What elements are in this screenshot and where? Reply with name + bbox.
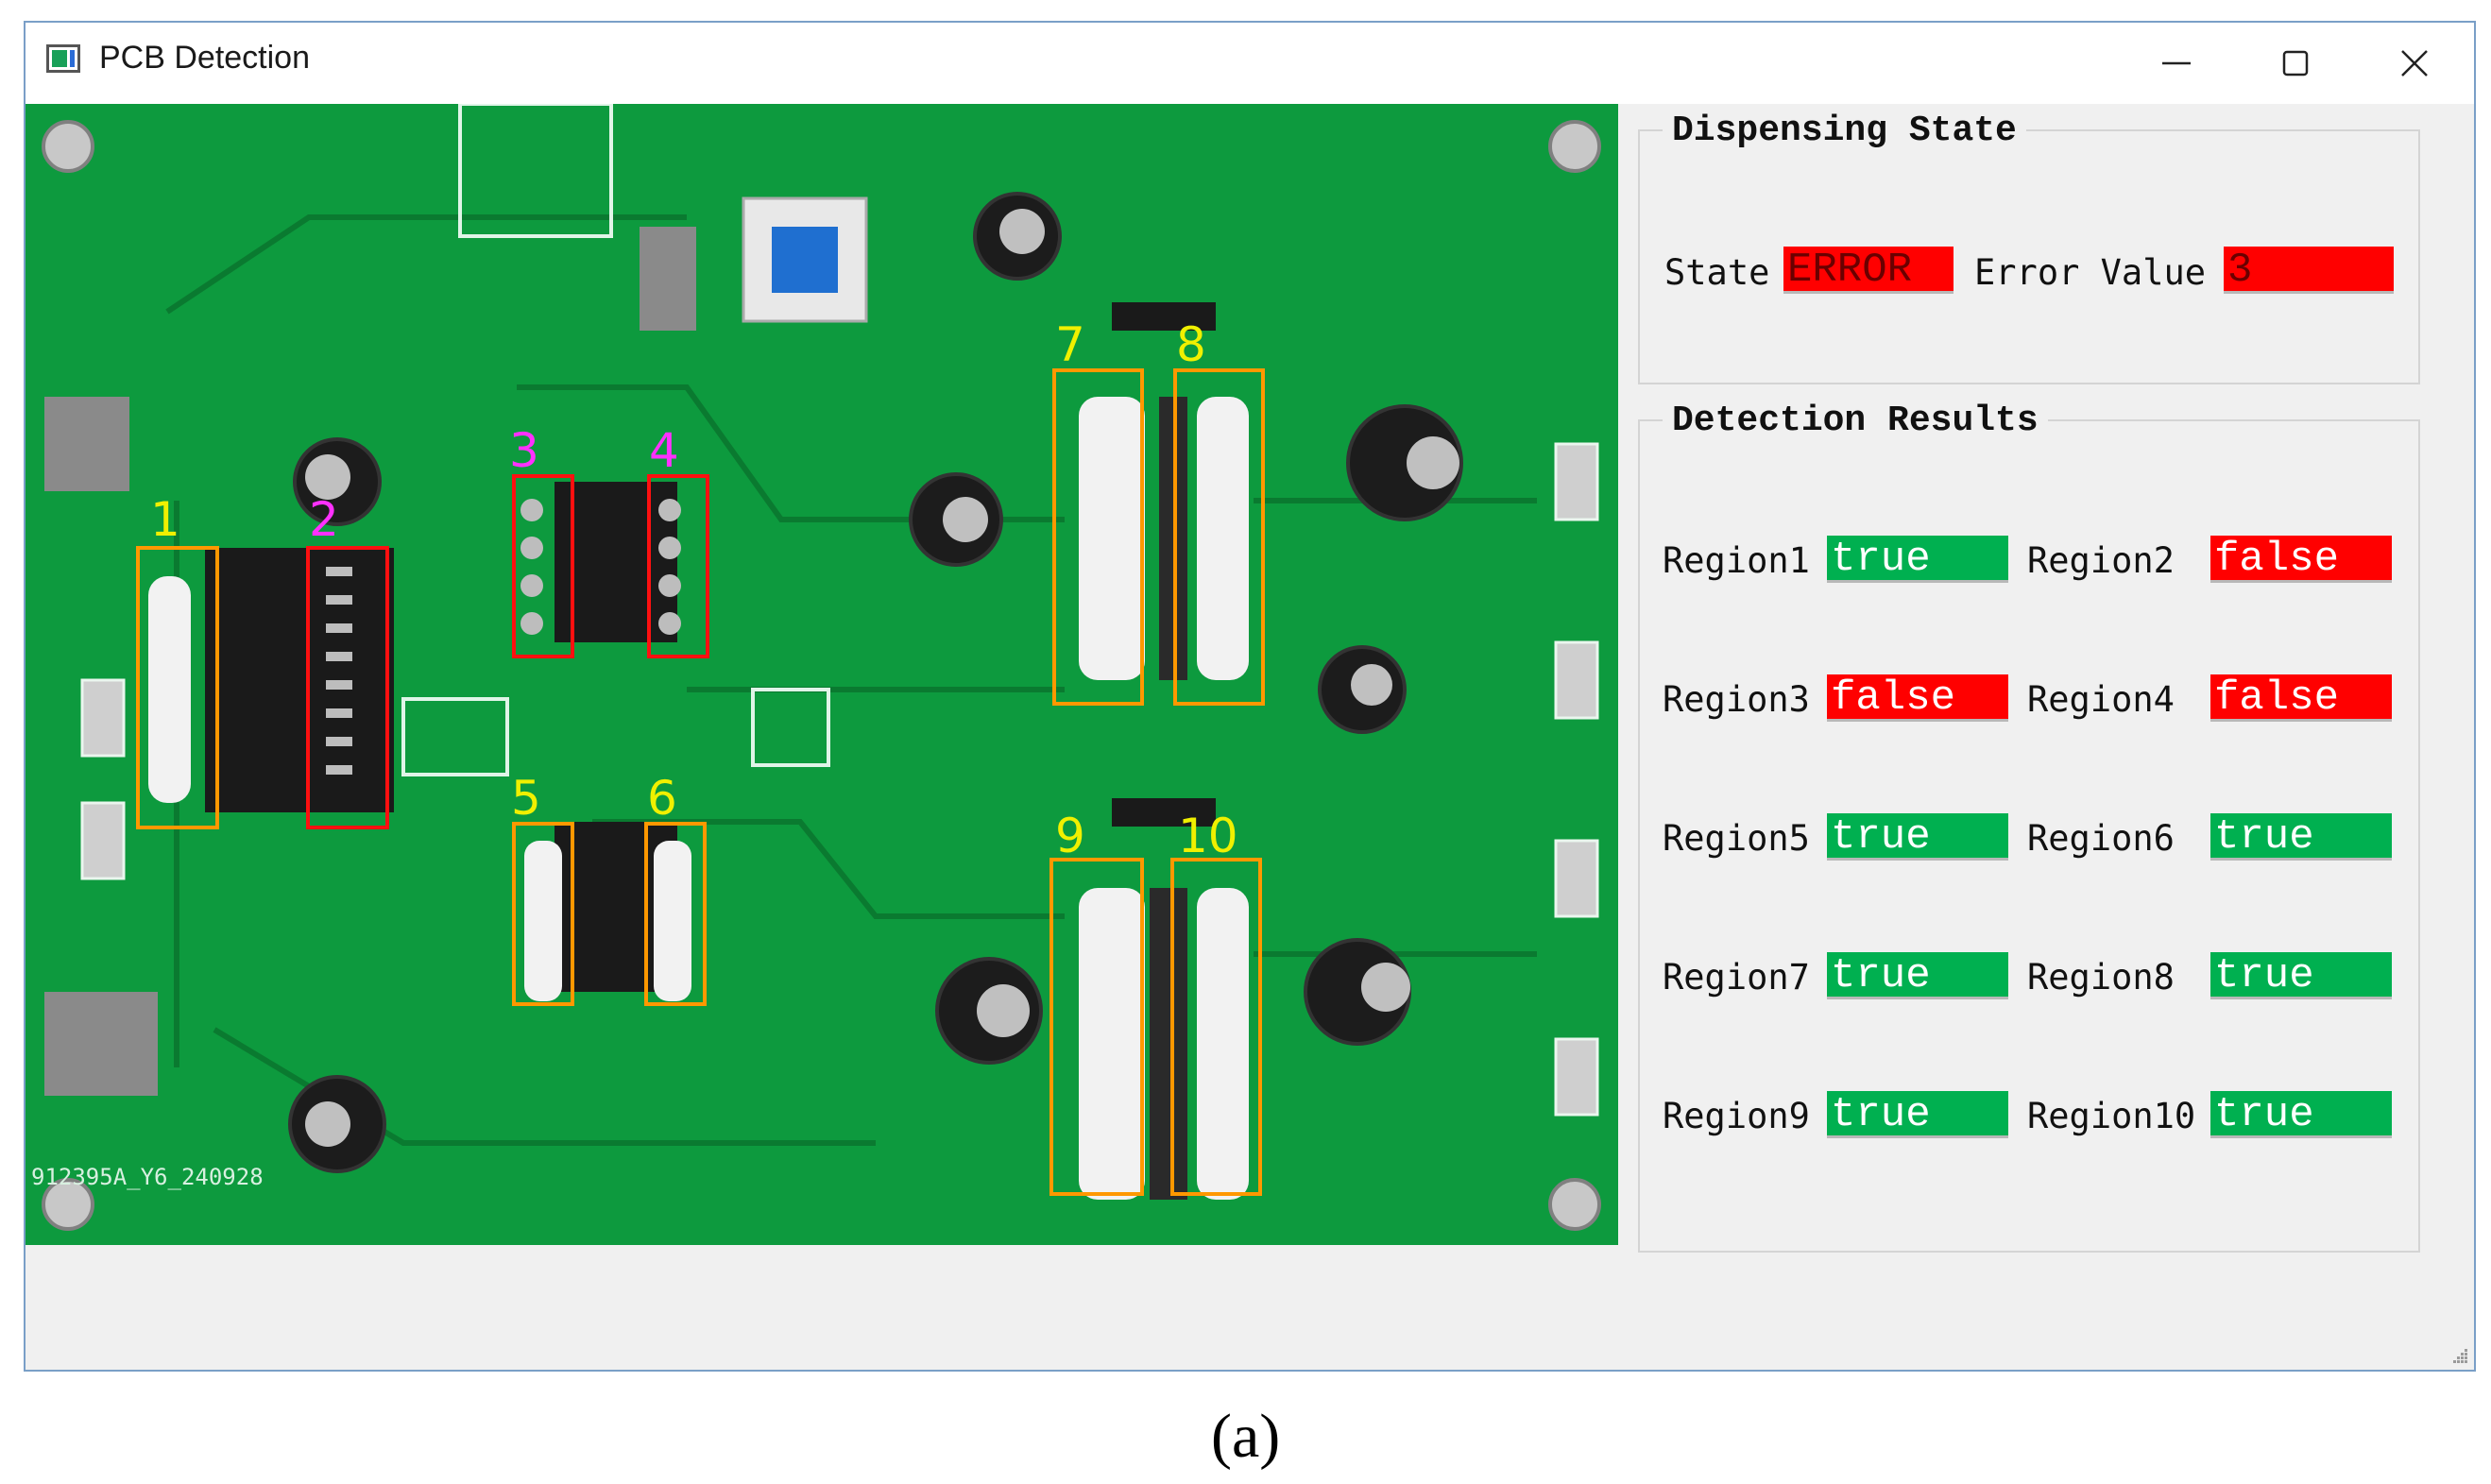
region1-label: Region1 xyxy=(1663,540,1810,581)
region-6-box xyxy=(644,822,707,1006)
close-icon xyxy=(2401,50,2428,77)
region-2-label: 2 xyxy=(309,492,339,547)
pcb-board-image xyxy=(26,104,1618,1245)
region9-label: Region9 xyxy=(1663,1096,1810,1136)
region-10-label: 10 xyxy=(1178,809,1238,863)
region-4-label: 4 xyxy=(649,423,679,478)
region4-result: false xyxy=(2210,674,2392,722)
region-9-box xyxy=(1049,858,1144,1196)
region1-result: true xyxy=(1827,536,2008,583)
region-8-label: 8 xyxy=(1176,317,1206,372)
state-label: State xyxy=(1664,252,1770,293)
region9-result: true xyxy=(1827,1091,2008,1138)
region5-label: Region5 xyxy=(1663,818,1810,859)
window-title: PCB Detection xyxy=(99,40,310,76)
region-3-label: 3 xyxy=(509,423,539,478)
region8-label: Region8 xyxy=(2027,957,2175,998)
app-icon xyxy=(46,44,80,73)
board-serial-text: 912395A_Y6_240928 xyxy=(31,1164,264,1190)
region3-result: false xyxy=(1827,674,2008,722)
region-5-box xyxy=(512,822,574,1006)
region-1-label: 1 xyxy=(150,492,180,547)
maximize-button[interactable] xyxy=(2244,28,2347,98)
region7-label: Region7 xyxy=(1663,957,1810,998)
detection-results-title: Detection Results xyxy=(1663,403,2048,439)
dispensing-state-group: Dispensing State State ERROR Error Value… xyxy=(1638,113,2420,384)
maximize-icon xyxy=(2282,50,2309,77)
region-5-label: 5 xyxy=(511,771,541,826)
region6-label: Region6 xyxy=(2027,818,2175,859)
region-4-box xyxy=(647,474,709,658)
state-value-field: ERROR xyxy=(1783,247,1954,294)
region-1-box xyxy=(136,546,219,829)
error-value-label: Error Value xyxy=(1974,252,2207,293)
region10-label: Region10 xyxy=(2027,1096,2196,1136)
region4-label: Region4 xyxy=(2027,679,2175,720)
app-window: PCB Detection xyxy=(24,21,2476,1372)
region10-result: true xyxy=(2210,1091,2392,1138)
close-button[interactable] xyxy=(2363,28,2466,98)
minimize-icon xyxy=(2162,61,2191,65)
figure-caption: (a) xyxy=(1211,1402,1281,1471)
region5-result: true xyxy=(1827,813,2008,861)
region-7-box xyxy=(1052,368,1144,706)
error-value-field: 3 xyxy=(2224,247,2394,294)
region7-result: true xyxy=(1827,952,2008,999)
region-8-box xyxy=(1173,368,1265,706)
dispensing-state-title: Dispensing State xyxy=(1663,113,2026,149)
region-3-box xyxy=(512,474,574,658)
region2-result: false xyxy=(2210,536,2392,583)
region-9-label: 9 xyxy=(1055,809,1085,863)
region2-label: Region2 xyxy=(2027,540,2175,581)
detection-results-group: Detection Results Region1 true Region2 f… xyxy=(1638,403,2420,1253)
minimize-button[interactable] xyxy=(2124,28,2228,98)
title-bar[interactable]: PCB Detection xyxy=(26,23,2474,104)
region-10-box xyxy=(1170,858,1262,1196)
resize-grip-icon[interactable] xyxy=(2451,1347,2468,1364)
region-2-box xyxy=(306,546,389,829)
region-7-label: 7 xyxy=(1055,317,1085,372)
region-6-label: 6 xyxy=(647,771,677,826)
region8-result: true xyxy=(2210,952,2392,999)
region6-result: true xyxy=(2210,813,2392,861)
pcb-image-view: 1 2 3 4 5 6 7 8 9 10 912395A_Y6_240928 xyxy=(26,104,1618,1245)
region3-label: Region3 xyxy=(1663,679,1810,720)
